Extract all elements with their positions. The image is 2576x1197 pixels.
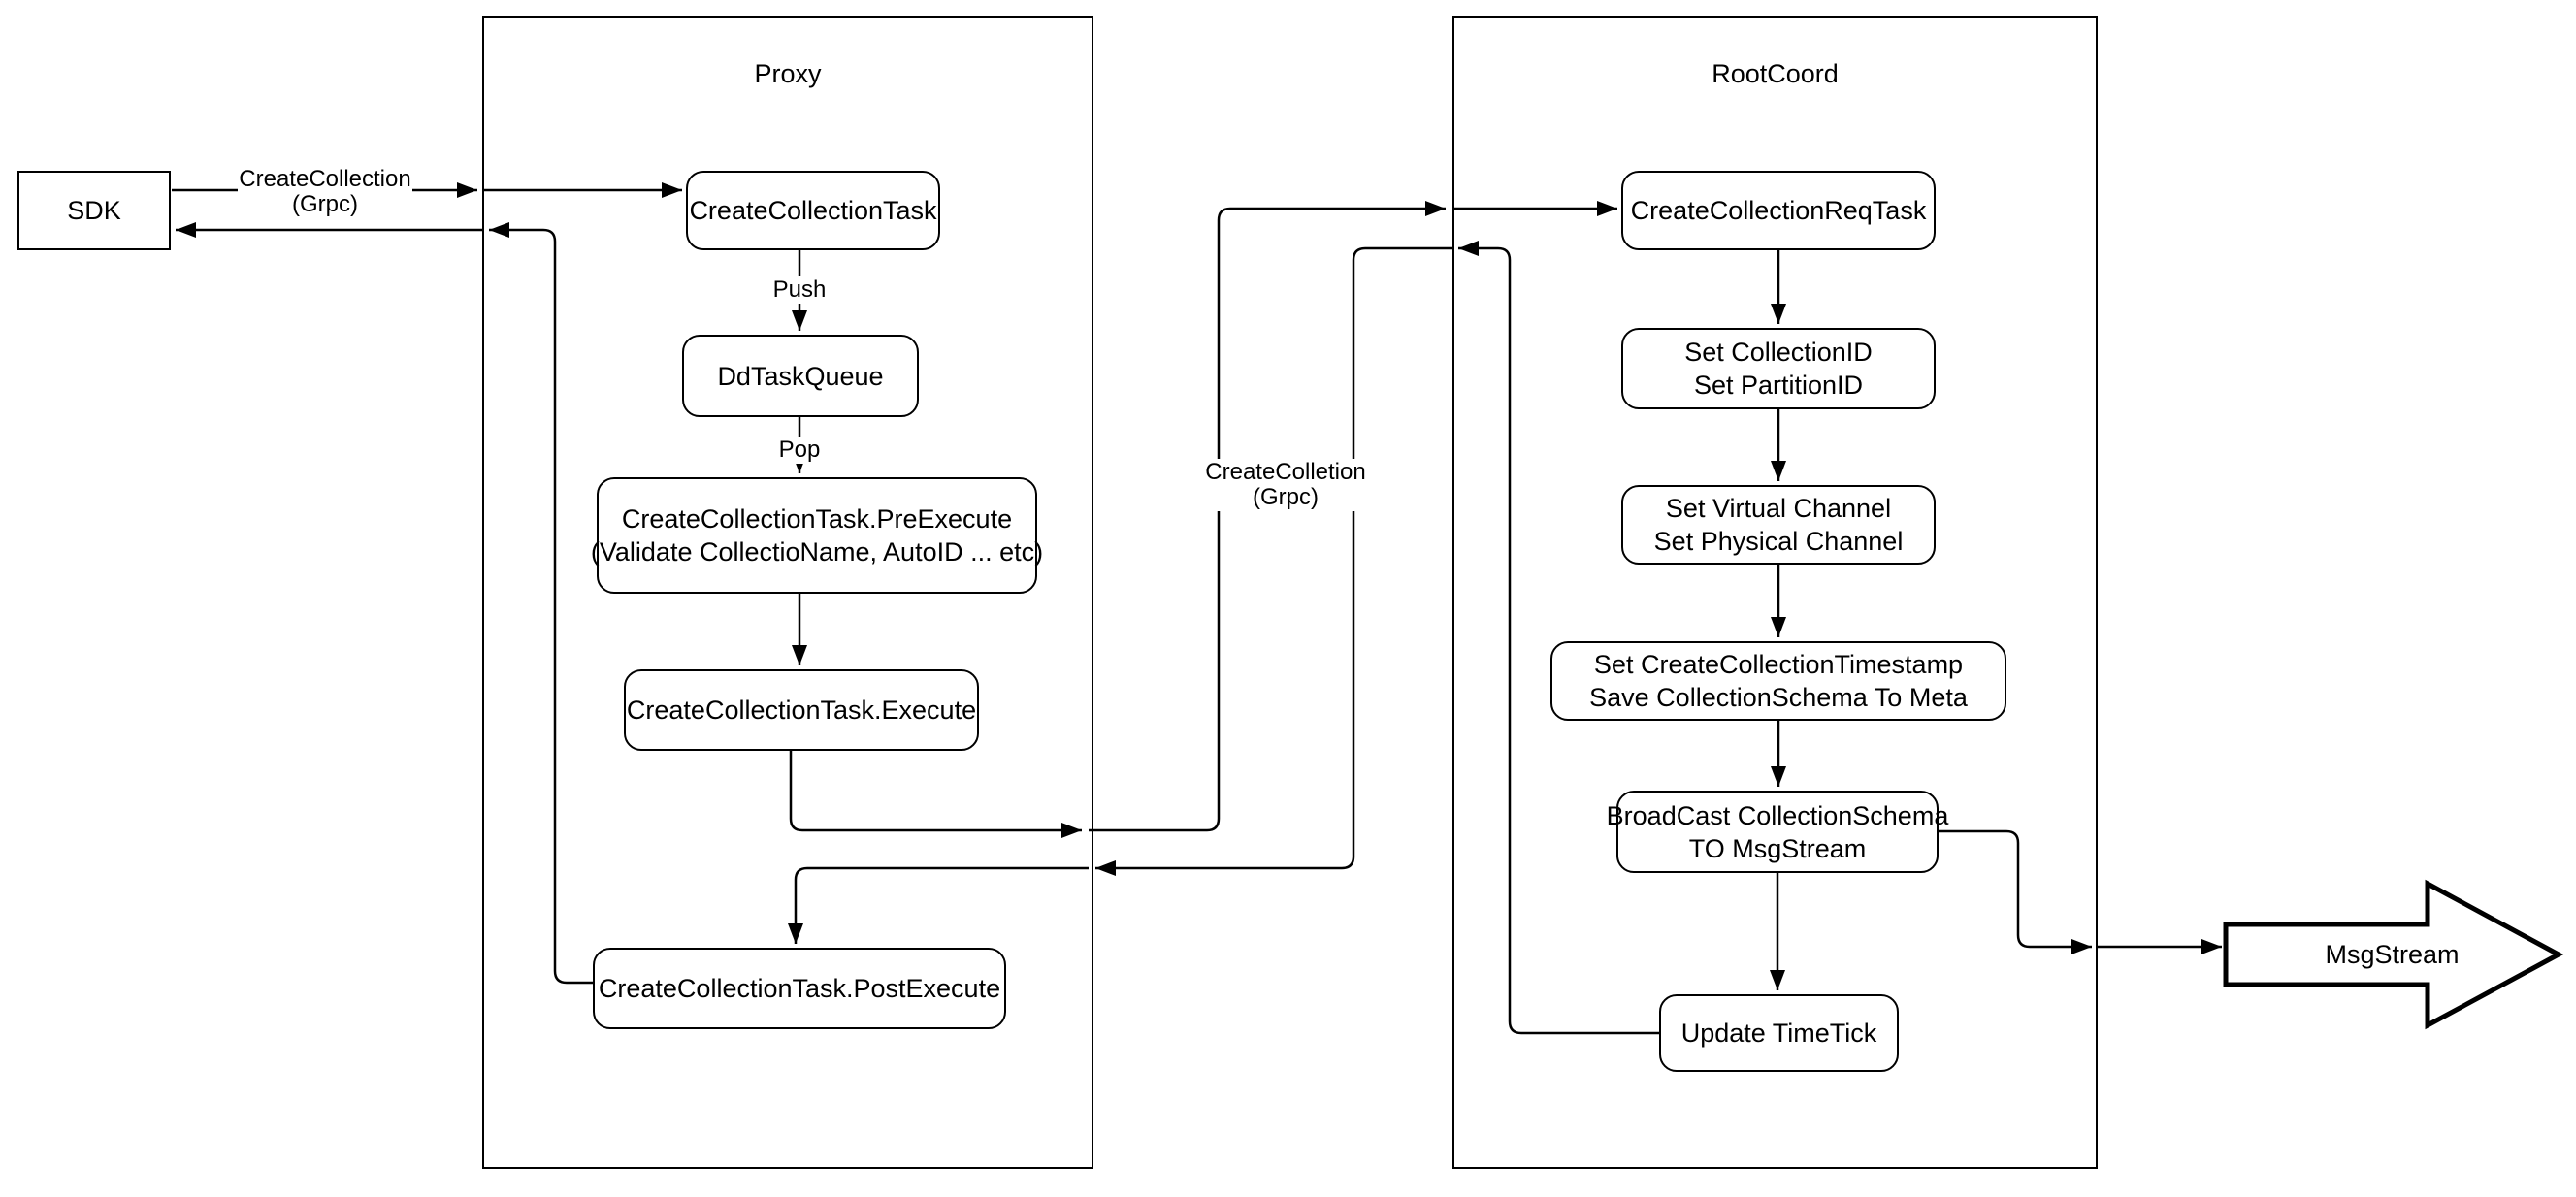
node-label: CreateCollectionTask.Execute <box>626 696 977 725</box>
node-label-line2: Save CollectionSchema To Meta <box>1589 683 1968 712</box>
node-label-line2: TO MsgStream <box>1688 833 1867 863</box>
edge-label-push: Push <box>761 276 838 304</box>
msgstream-arrow-shape <box>2223 879 2564 1030</box>
proxy-container <box>482 16 1093 1169</box>
connector-updatetimetick-return-to-rootcoord-edge <box>1458 241 1659 1035</box>
node-label-line1: Set CollectionID <box>1684 338 1873 367</box>
node-label-line1: Set CreateCollectionTimestamp <box>1593 650 1964 679</box>
node-sdk: SDK <box>17 171 171 250</box>
node-update-timetick: Update TimeTick <box>1659 994 1899 1072</box>
edge-label-line2: (Grpc) <box>1253 484 1319 510</box>
node-label: CreateCollectionTask.PostExecute <box>598 974 1001 1003</box>
node-sdk-label: SDK <box>67 196 121 225</box>
node-create-collection-task-pre-execute: CreateCollectionTask.PreExecute (Validat… <box>591 477 1043 594</box>
node-dd-task-queue: DdTaskQueue <box>682 335 919 417</box>
connector-broadcast-to-rootcoord-edge <box>1939 829 2092 954</box>
edge-label-line2: (Grpc) <box>292 191 358 217</box>
node-create-collection-task: CreateCollectionTask <box>686 171 940 250</box>
connector-return-rootcoord-edge-to-proxy-edge <box>1095 246 1452 876</box>
node-label-line1: BroadCast CollectionSchema <box>1606 800 1949 830</box>
edge-label-sdk-call: CreateCollection (Grpc) <box>238 166 412 218</box>
node-set-collection-id-partition-id: Set CollectionID Set PartitionID <box>1621 328 1936 409</box>
msgstream-label: MsgStream <box>2325 940 2460 969</box>
edge-label-pop: Pop <box>761 437 838 464</box>
node-label-line1: CreateCollectionTask.PreExecute <box>621 504 1013 534</box>
connector-proxy-edge-to-rootcoord-edge <box>1089 201 1446 832</box>
edge-label-line1: CreateCollection <box>239 166 411 192</box>
node-broadcast-collection-schema: BroadCast CollectionSchema TO MsgStream <box>1607 791 1948 873</box>
connector-postexecute-return-to-proxy-edge <box>489 222 593 985</box>
node-label-line2: (Validate CollectioName, AutoID ... etc) <box>590 537 1044 566</box>
node-label: CreateCollectionReqTask <box>1630 196 1927 225</box>
proxy-title: Proxy <box>754 59 822 88</box>
rootcoord-title: RootCoord <box>1712 59 1839 88</box>
node-label: CreateCollectionTask <box>689 196 937 225</box>
connector-execute-out-to-proxy-edge <box>789 751 1082 838</box>
node-label: Update TimeTick <box>1680 1019 1877 1048</box>
node-create-collection-task-execute: CreateCollectionTask.Execute <box>624 669 979 751</box>
edge-label-line1: CreateColletion <box>1205 459 1366 485</box>
rootcoord-container <box>1452 16 2098 1169</box>
node-label-line1: Set Virtual Channel <box>1665 494 1892 523</box>
node-create-collection-task-post-execute: CreateCollectionTask.PostExecute <box>593 948 1006 1029</box>
connector-return-proxy-edge-to-postexecute <box>788 866 1089 944</box>
edge-label-mid-call: CreateColletion (Grpc) <box>1198 459 1373 511</box>
node-label-line2: Set PartitionID <box>1693 371 1864 400</box>
node-set-timestamp-save-schema: Set CreateCollectionTimestamp Save Colle… <box>1550 641 2006 721</box>
node-set-virtual-physical-channel: Set Virtual Channel Set Physical Channel <box>1621 485 1936 565</box>
node-label-line2: Set Physical Channel <box>1653 527 1904 556</box>
node-create-collection-req-task: CreateCollectionReqTask <box>1621 171 1936 250</box>
node-label: DdTaskQueue <box>717 361 884 391</box>
